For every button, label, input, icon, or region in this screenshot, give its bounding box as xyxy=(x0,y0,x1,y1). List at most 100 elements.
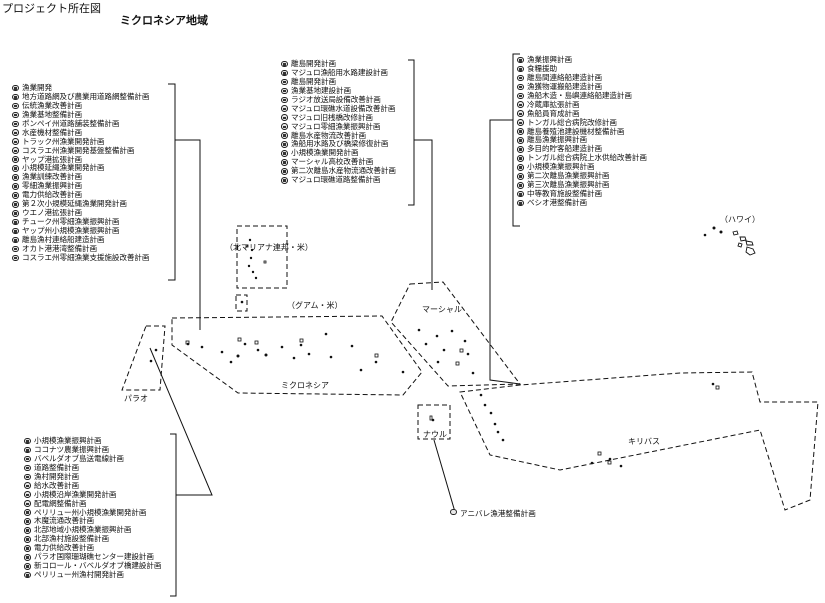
nauru-project-item: アニバレ漁港整備計画 xyxy=(450,508,536,519)
list-item: 離島開発計画 xyxy=(281,77,396,87)
circle-marker-icon xyxy=(517,110,524,118)
nauru-label: ナウル xyxy=(423,430,447,439)
list-item: チューク州零細漁業振興計画 xyxy=(12,217,149,227)
island-dot-icon xyxy=(240,300,244,304)
circle-marker-icon xyxy=(281,69,288,77)
circle-marker-icon xyxy=(24,491,31,499)
circle-marker-icon xyxy=(12,111,19,119)
island-dot-icon xyxy=(711,382,715,386)
marshall-label: マーシャル xyxy=(422,305,462,314)
island-dot-icon xyxy=(607,460,612,465)
circle-marker-icon xyxy=(12,245,19,253)
list-item: 漁船木造・島嶼連絡船建造計画 xyxy=(517,91,647,101)
list-item: コスラエ州零細漁業支援施設改善計画 xyxy=(12,253,150,263)
island-dot-icon xyxy=(442,348,446,352)
list-item: 第三次離島漁業振興計画 xyxy=(517,180,647,190)
list-item: 電力供給改善計画 xyxy=(12,190,149,200)
list-item: 零細漁業振興計画 xyxy=(12,181,149,191)
list-item: ラジオ放送局設備改善計画 xyxy=(281,95,396,105)
micronesia-project-list: 漁業開発 地方道路網及び農業用道路網整備計画 伝統漁業改善計画 漁業基地整備計画… xyxy=(12,83,150,263)
circle-marker-icon xyxy=(281,60,288,68)
island-dot-icon xyxy=(471,371,475,375)
circle-marker-icon xyxy=(12,192,19,199)
list-item: マジュロ零細漁業振興計画 xyxy=(281,122,396,132)
micronesia-boundary xyxy=(171,315,423,396)
marshall-bracket xyxy=(408,59,433,290)
list-item: ヤップ州小規模漁業振興計画 xyxy=(12,226,149,236)
circle-marker-icon xyxy=(24,446,31,454)
island-dot-icon xyxy=(237,337,242,342)
island-dot-icon xyxy=(590,461,594,465)
island-dot-icon xyxy=(719,230,723,234)
island-dot-icon xyxy=(703,233,707,237)
list-item: 道路整備計画 xyxy=(24,463,161,473)
circle-marker-icon xyxy=(12,200,19,208)
palau-boundary xyxy=(121,325,166,391)
circle-marker-icon xyxy=(517,65,524,73)
island-dot-icon xyxy=(307,352,311,356)
circle-marker-icon xyxy=(24,437,31,445)
island-dot-icon xyxy=(254,340,259,345)
circle-marker-icon xyxy=(24,473,31,481)
island-dot-icon xyxy=(739,236,747,242)
list-item: 第二次離島漁業振興計画 xyxy=(517,171,647,181)
circle-marker-icon xyxy=(24,482,31,490)
kiribati-boundary xyxy=(459,371,819,511)
list-item: マーシャル高校改善計画 xyxy=(281,157,396,167)
circle-marker-icon xyxy=(281,114,288,122)
list-item: ヤップ港拡張計画 xyxy=(12,155,149,165)
list-item: 離島漁業振興計画 xyxy=(517,135,647,145)
list-item: マジュロ旧桟橋改修計画 xyxy=(281,113,396,123)
list-item: 多目的貯客船建造計画 xyxy=(517,144,647,154)
circle-marker-icon xyxy=(281,78,288,86)
list-item: ペリリュー州漁村開発計画 xyxy=(24,570,161,580)
list-item: 漁業訓練改善計画 xyxy=(12,172,149,182)
circle-marker-icon xyxy=(12,227,19,235)
island-dot-icon xyxy=(250,248,254,252)
list-item: 小規模漁業振興計画 xyxy=(517,162,647,172)
micronesia-bracket xyxy=(168,83,201,330)
circle-marker-icon xyxy=(24,455,31,463)
guam-boundary xyxy=(235,294,248,312)
circle-marker-icon xyxy=(24,518,31,525)
circle-marker-icon xyxy=(12,138,19,146)
circle-marker-icon xyxy=(450,508,457,516)
circle-marker-icon xyxy=(12,209,19,217)
list-item: 漁獲物運搬船建造計画 xyxy=(517,82,647,92)
island-dot-icon xyxy=(455,361,460,366)
circle-marker-icon xyxy=(12,120,19,128)
list-item: 漁村開発計画 xyxy=(24,472,161,482)
island-dot-icon xyxy=(501,438,505,442)
island-dot-icon xyxy=(715,385,720,390)
list-item: ペリリュー州小規模漁業開発計画 xyxy=(24,508,161,518)
circle-marker-icon xyxy=(24,500,31,507)
list-item: トンガル総合病院上水供給改善計画 xyxy=(517,153,647,163)
circle-marker-icon xyxy=(281,176,288,184)
list-item: 離島漁村連絡船建造計画 xyxy=(12,235,149,245)
list-item: 第２次小規模延縄漁業開発計画 xyxy=(12,199,149,209)
island-dot-icon xyxy=(435,334,439,338)
list-item: 水産機材整備計画 xyxy=(12,128,149,138)
circle-marker-icon xyxy=(12,236,19,244)
northern-mariana-label: （北マリアナ連邦・米） xyxy=(225,243,313,252)
island-dot-icon xyxy=(417,328,421,332)
island-dot-icon xyxy=(236,354,240,358)
circle-marker-icon xyxy=(281,87,288,95)
island-dot-icon xyxy=(608,457,612,461)
circle-marker-icon xyxy=(12,93,19,101)
island-dot-icon xyxy=(264,353,268,357)
circle-marker-icon xyxy=(24,527,31,534)
list-item: 漁業基地建設計画 xyxy=(281,86,396,96)
marshall-boundary xyxy=(390,281,521,387)
island-dot-icon xyxy=(463,339,467,343)
island-dot-icon xyxy=(450,329,454,333)
list-item: 冷蔵庫拡張計画 xyxy=(517,100,647,110)
list-item: 小規模漁業開発計画 xyxy=(281,148,396,158)
circle-marker-icon xyxy=(281,141,288,148)
island-dot-icon xyxy=(489,411,493,415)
island-dot-icon xyxy=(737,242,743,248)
marshall-project-list: 離島開発計画 マジュロ漁船用水路建設計画 離島開発計画 漁業基地建設計画 ラジオ… xyxy=(281,59,396,185)
circle-marker-icon xyxy=(24,536,31,543)
micronesia-label: ミクロネシア xyxy=(281,381,329,390)
island-dot-icon xyxy=(479,393,483,397)
